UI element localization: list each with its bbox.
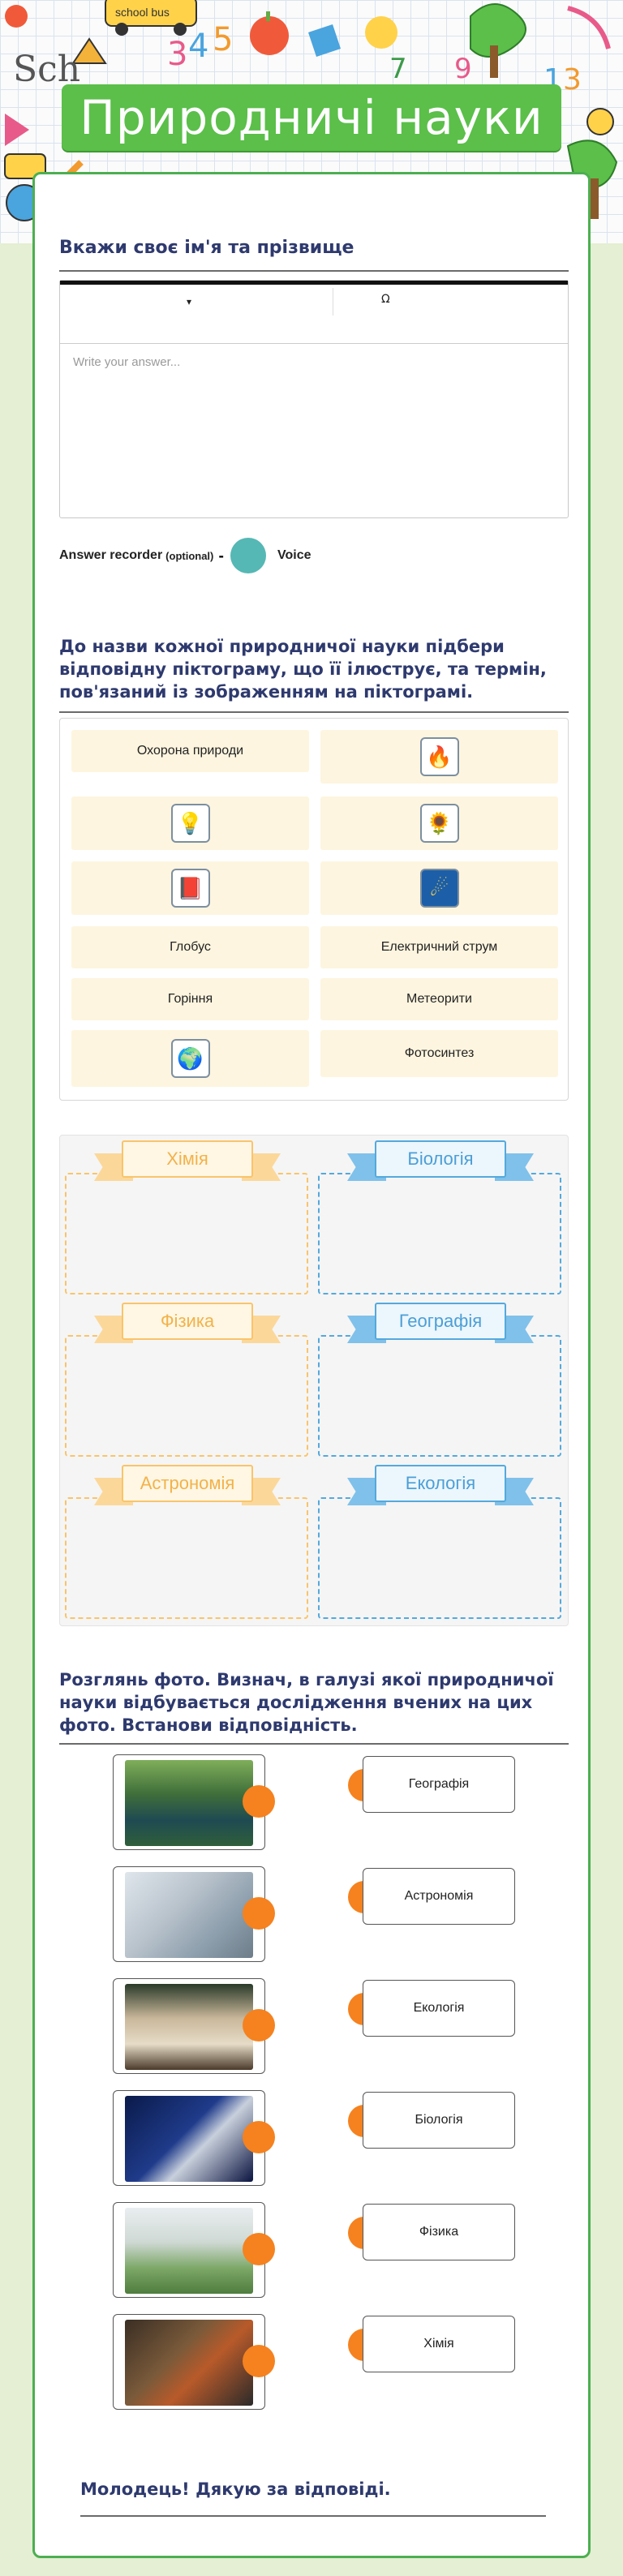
pool-item-text[interactable]: Охорона природи: [71, 730, 309, 772]
shooting-stars-icon: ☄: [419, 869, 459, 908]
drop-zone-chemistry[interactable]: [65, 1173, 308, 1294]
svg-text:4: 4: [188, 28, 208, 65]
category-label: Екологія: [375, 1465, 506, 1502]
pool-item-icon[interactable]: 🌍: [71, 1030, 309, 1087]
lab-scientists-photo: [125, 1872, 253, 1958]
lightbulb-icon: 💡: [170, 804, 210, 843]
draggable-item-pool: Охорона природи 🔥 💡 🌻 📕 ☄ Глобус Електри…: [59, 718, 569, 1101]
drop-zone-physics[interactable]: [65, 1335, 308, 1457]
page-title: Природничі науки: [79, 90, 544, 145]
pool-item-text[interactable]: Метеорити: [320, 978, 558, 1020]
drop-zone-astronomy[interactable]: [65, 1497, 308, 1619]
recorder-dash: -: [218, 547, 225, 564]
caret-down-icon[interactable]: ▾: [187, 296, 192, 307]
pool-item-label: Фотосинтез: [404, 1046, 475, 1060]
category-label: Біологія: [375, 1140, 506, 1178]
pool-item-icon[interactable]: 💡: [71, 796, 309, 850]
book-icon: 📕: [170, 869, 210, 908]
svg-text:3: 3: [167, 36, 187, 73]
svg-text:5: 5: [213, 21, 233, 58]
editor-toolbar: ▾ Ω: [60, 281, 568, 344]
question-1-title: Вкажи своє ім'я та прізвище: [59, 238, 354, 258]
page-title-banner: Природничі науки: [62, 84, 561, 151]
footer-divider: [80, 2515, 546, 2517]
photo-card[interactable]: [113, 1866, 265, 1962]
pool-item-icon[interactable]: 🔥: [320, 730, 558, 784]
question-3-divider: [59, 1743, 569, 1745]
pool-item-label: Метеорити: [406, 992, 472, 1006]
pool-item-label: Горіння: [167, 992, 213, 1006]
question-2-divider: [59, 711, 569, 713]
pool-item-icon[interactable]: ☄: [320, 861, 558, 915]
match-connector-left[interactable]: [243, 1897, 275, 1930]
physics-lab-photo: [125, 2320, 253, 2406]
header-banner: school bus Sch 3 4 5 7 9 1 3 Природничі …: [0, 0, 623, 243]
match-connector-left[interactable]: [243, 2121, 275, 2153]
match-option[interactable]: Географія: [363, 1756, 515, 1813]
category-ribbon-astronomy: Астрономія: [94, 1465, 281, 1513]
pool-item-icon[interactable]: 📕: [71, 861, 309, 915]
flower-icon: 🌻: [419, 804, 459, 843]
pool-item-label: Охорона природи: [136, 744, 244, 758]
match-connector-left[interactable]: [243, 2009, 275, 2041]
form-card: Вкажи своє ім'я та прізвище ▾ Ω Write yo…: [32, 172, 591, 2558]
category-label: Астрономія: [122, 1465, 253, 1502]
scientist-in-swamp-photo: [125, 1760, 253, 1846]
pool-item-text[interactable]: Електричний струм: [320, 926, 558, 968]
category-drop-zones: Хімія Біологія Фізика Географія Астроном…: [59, 1135, 569, 1626]
school-bus-doodle-text: school bus: [115, 6, 170, 19]
greenhouse-scientist-photo: [125, 2208, 253, 2294]
drop-zone-ecology[interactable]: [318, 1497, 561, 1619]
svg-text:7: 7: [389, 53, 407, 85]
category-label: Фізика: [122, 1303, 253, 1340]
telescope-photo: [125, 2096, 253, 2182]
svg-text:3: 3: [563, 63, 582, 97]
question-3-title: Розглянь фото. Визнач, в галузі якої при…: [59, 1670, 554, 1735]
svg-text:9: 9: [454, 53, 472, 85]
question-2-title: До назви кожної природничої науки підбер…: [59, 637, 547, 702]
pool-item-text[interactable]: Горіння: [71, 978, 309, 1020]
photo-card[interactable]: [113, 2202, 265, 2298]
question-1-divider: [59, 270, 569, 272]
match-connector-left[interactable]: [243, 2233, 275, 2265]
pool-item-label: Електричний струм: [380, 940, 498, 954]
category-ribbon-geography: Географія: [347, 1303, 534, 1351]
category-ribbon-physics: Фізика: [94, 1303, 281, 1351]
pool-item-text[interactable]: Глобус: [71, 926, 309, 968]
match-option[interactable]: Біологія: [363, 2092, 515, 2149]
map-reader-photo: [125, 1984, 253, 2070]
footer-message: Молодець! Дякую за відповіді.: [80, 2479, 391, 2499]
drop-zone-geography[interactable]: [318, 1335, 561, 1457]
voice-label: Voice: [277, 548, 312, 562]
svg-text:Sch: Sch: [13, 49, 80, 90]
category-label: Хімія: [122, 1140, 253, 1178]
fire-icon: 🔥: [419, 737, 459, 776]
special-character-button[interactable]: Ω: [381, 293, 390, 306]
match-option[interactable]: Астрономія: [363, 1868, 515, 1925]
answer-editor[interactable]: ▾ Ω Write your answer...: [59, 280, 569, 518]
record-button[interactable]: [230, 538, 267, 573]
recorder-label: Answer recorder: [59, 548, 163, 562]
match-option[interactable]: Фізика: [363, 2204, 515, 2260]
answer-recorder: Answer recorder (optional) - Voice: [59, 538, 312, 573]
photo-card[interactable]: [113, 1978, 265, 2074]
answer-input[interactable]: Write your answer...: [73, 355, 181, 369]
photo-card[interactable]: [113, 2090, 265, 2186]
category-ribbon-chemistry: Хімія: [94, 1140, 281, 1189]
pool-item-label: Глобус: [170, 940, 211, 954]
globe-icon: 🌍: [170, 1039, 210, 1078]
recorder-optional: (optional): [165, 549, 214, 562]
match-connector-left[interactable]: [243, 2345, 275, 2377]
match-option[interactable]: Хімія: [363, 2316, 515, 2372]
category-ribbon-ecology: Екологія: [347, 1465, 534, 1513]
photo-card[interactable]: [113, 2314, 265, 2410]
match-option[interactable]: Екологія: [363, 1980, 515, 2037]
category-ribbon-biology: Біологія: [347, 1140, 534, 1189]
drop-zone-biology[interactable]: [318, 1173, 561, 1294]
pool-item-text[interactable]: Фотосинтез: [320, 1030, 558, 1077]
pool-item-icon[interactable]: 🌻: [320, 796, 558, 850]
category-label: Географія: [375, 1303, 506, 1340]
photo-card[interactable]: [113, 1754, 265, 1850]
match-connector-left[interactable]: [243, 1785, 275, 1818]
